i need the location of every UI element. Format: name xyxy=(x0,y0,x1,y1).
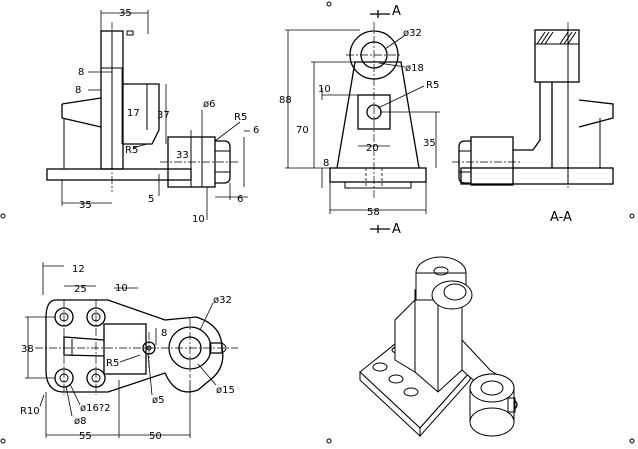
top-view: 12 25 10 ø32 8 38 R5 ø5 ø15 R10 ø16?2 ø8… xyxy=(20,262,238,442)
top-dim-holes: ø16?2 xyxy=(80,403,111,414)
front-dim-35-top: 35 xyxy=(119,8,132,19)
top-dim-8: 8 xyxy=(161,328,167,339)
front-dim-37: 37 xyxy=(157,110,170,121)
front-view: 35 8 8 17 37 R5 33 ø6 R5 6 5 35 10 6 xyxy=(46,8,259,225)
section-title: A-A xyxy=(550,210,572,225)
side-view: A A ø32 ø18 xyxy=(279,4,440,237)
side-dim-r5: R5 xyxy=(426,80,439,91)
top-dim-38: 38 xyxy=(21,344,34,355)
side-dim-20: 20 xyxy=(366,143,379,154)
side-section-mark-bottom: A xyxy=(392,222,401,237)
side-dim-35: 35 xyxy=(423,138,436,149)
top-dim-r5: R5 xyxy=(106,358,119,369)
top-dim-phi15: ø15 xyxy=(216,385,235,396)
side-dim-88: 88 xyxy=(279,95,292,106)
front-dim-6-bottom: 6 xyxy=(237,194,243,205)
side-section-mark-top: A xyxy=(392,4,401,19)
top-dim-12: 12 xyxy=(72,264,85,275)
front-dim-17: 17 xyxy=(127,108,140,119)
front-dim-phi6: ø6 xyxy=(203,99,215,110)
side-dim-phi18: ø18 xyxy=(405,63,424,74)
side-dim-10: 10 xyxy=(318,84,331,95)
front-dim-33: 33 xyxy=(176,150,189,161)
top-dim-10: 10 xyxy=(115,283,128,294)
front-dim-r5: R5 xyxy=(125,145,138,156)
top-dim-phi8: ø8 xyxy=(74,416,86,427)
top-dim-phi5: ø5 xyxy=(152,395,164,406)
front-dim-8a: 8 xyxy=(78,67,84,78)
front-dim-6-right: 6 xyxy=(253,125,259,136)
top-dim-r10: R10 xyxy=(20,406,40,417)
front-dim-35-base: 35 xyxy=(79,200,92,211)
side-dim-58: 58 xyxy=(367,207,380,218)
front-dim-8b: 8 xyxy=(75,85,81,96)
top-dim-25: 25 xyxy=(74,284,87,295)
side-dim-70: 70 xyxy=(296,125,309,136)
top-dim-50: 50 xyxy=(149,431,162,442)
section-view: A-A xyxy=(452,22,614,225)
top-dim-phi32: ø32 xyxy=(213,295,232,306)
front-dim-5: 5 xyxy=(148,194,154,205)
side-dim-phi32: ø32 xyxy=(403,28,422,39)
isometric-view xyxy=(359,256,518,438)
front-dim-10: 10 xyxy=(192,214,205,225)
front-dim-r5-boss: R5 xyxy=(234,112,247,123)
top-dim-55: 55 xyxy=(79,431,92,442)
side-dim-8: 8 xyxy=(323,158,329,169)
